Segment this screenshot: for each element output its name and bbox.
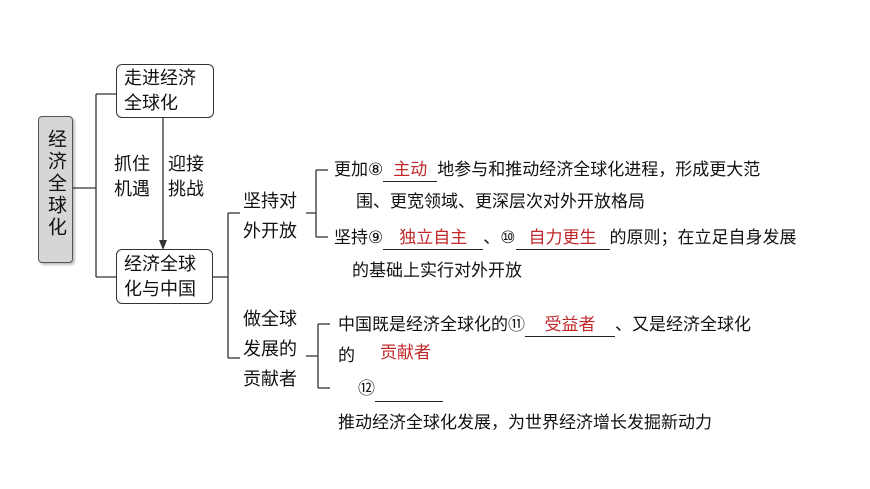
item-suffix: 、又是经济全球化 <box>615 315 751 335</box>
link-line: 抓住 <box>114 154 150 175</box>
link-label-seize: 抓住 机遇 <box>114 152 150 202</box>
branch-opening-up: 坚持对 外开放 <box>243 187 297 247</box>
item-separator: 、⑩ <box>483 228 516 248</box>
node-globalization-and-china: 经济全球 化与中国 <box>116 249 213 304</box>
item-prefix: 中国既是经济全球化的⑪ <box>338 315 525 335</box>
branch-contributor: 做全球 发展的 贡献者 <box>243 305 297 395</box>
blank-line <box>375 379 443 402</box>
answer-12: 贡献者 <box>380 343 431 363</box>
link-line: 机遇 <box>114 179 150 200</box>
node-line: 化与中国 <box>124 279 196 300</box>
node-walk-into-globalization: 走进经济 全球化 <box>116 64 214 118</box>
root-node: 经济全球化 <box>38 116 73 263</box>
root-label: 经济全球化 <box>45 129 67 239</box>
node-line: 全球化 <box>124 93 178 114</box>
node-line: 走进经济 <box>124 68 196 89</box>
link-line: 挑战 <box>168 179 204 200</box>
answer-10: 自力更生 <box>515 227 610 250</box>
item-line2: 的基础上实行对外开放 <box>352 261 522 281</box>
branch-line: 坚持对 <box>243 191 297 212</box>
item-line4: 推动经济全球化发展，为世界经济增长发掘新动力 <box>338 413 712 433</box>
answer-11: 受益者 <box>525 314 615 337</box>
item-prefix: 坚持⑨ <box>334 228 384 248</box>
answer-8: 主动 <box>383 159 438 182</box>
item-number: ⑫ <box>358 379 375 399</box>
branch-line: 发展的 <box>243 339 297 360</box>
item-blank-12: ⑫ <box>358 377 443 402</box>
item-line2-prefix: 的 <box>338 346 355 366</box>
answer-9: 独立自主 <box>383 227 484 250</box>
item-line2: 围、更宽领域、更深层次对外开放格局 <box>356 192 645 212</box>
link-line: 迎接 <box>168 154 204 175</box>
branch-line: 贡献者 <box>243 369 297 390</box>
item-prefix: 更加⑧ <box>334 160 384 180</box>
node-line: 经济全球 <box>124 254 196 275</box>
branch-line: 外开放 <box>243 221 297 242</box>
link-label-meet: 迎接 挑战 <box>168 152 204 202</box>
item-suffix: 地参与和推动经济全球化进程，形成更大范 <box>437 160 761 180</box>
item-suffix: 的原则；在立足自身发展 <box>609 228 797 248</box>
branch-line: 做全球 <box>243 309 297 330</box>
